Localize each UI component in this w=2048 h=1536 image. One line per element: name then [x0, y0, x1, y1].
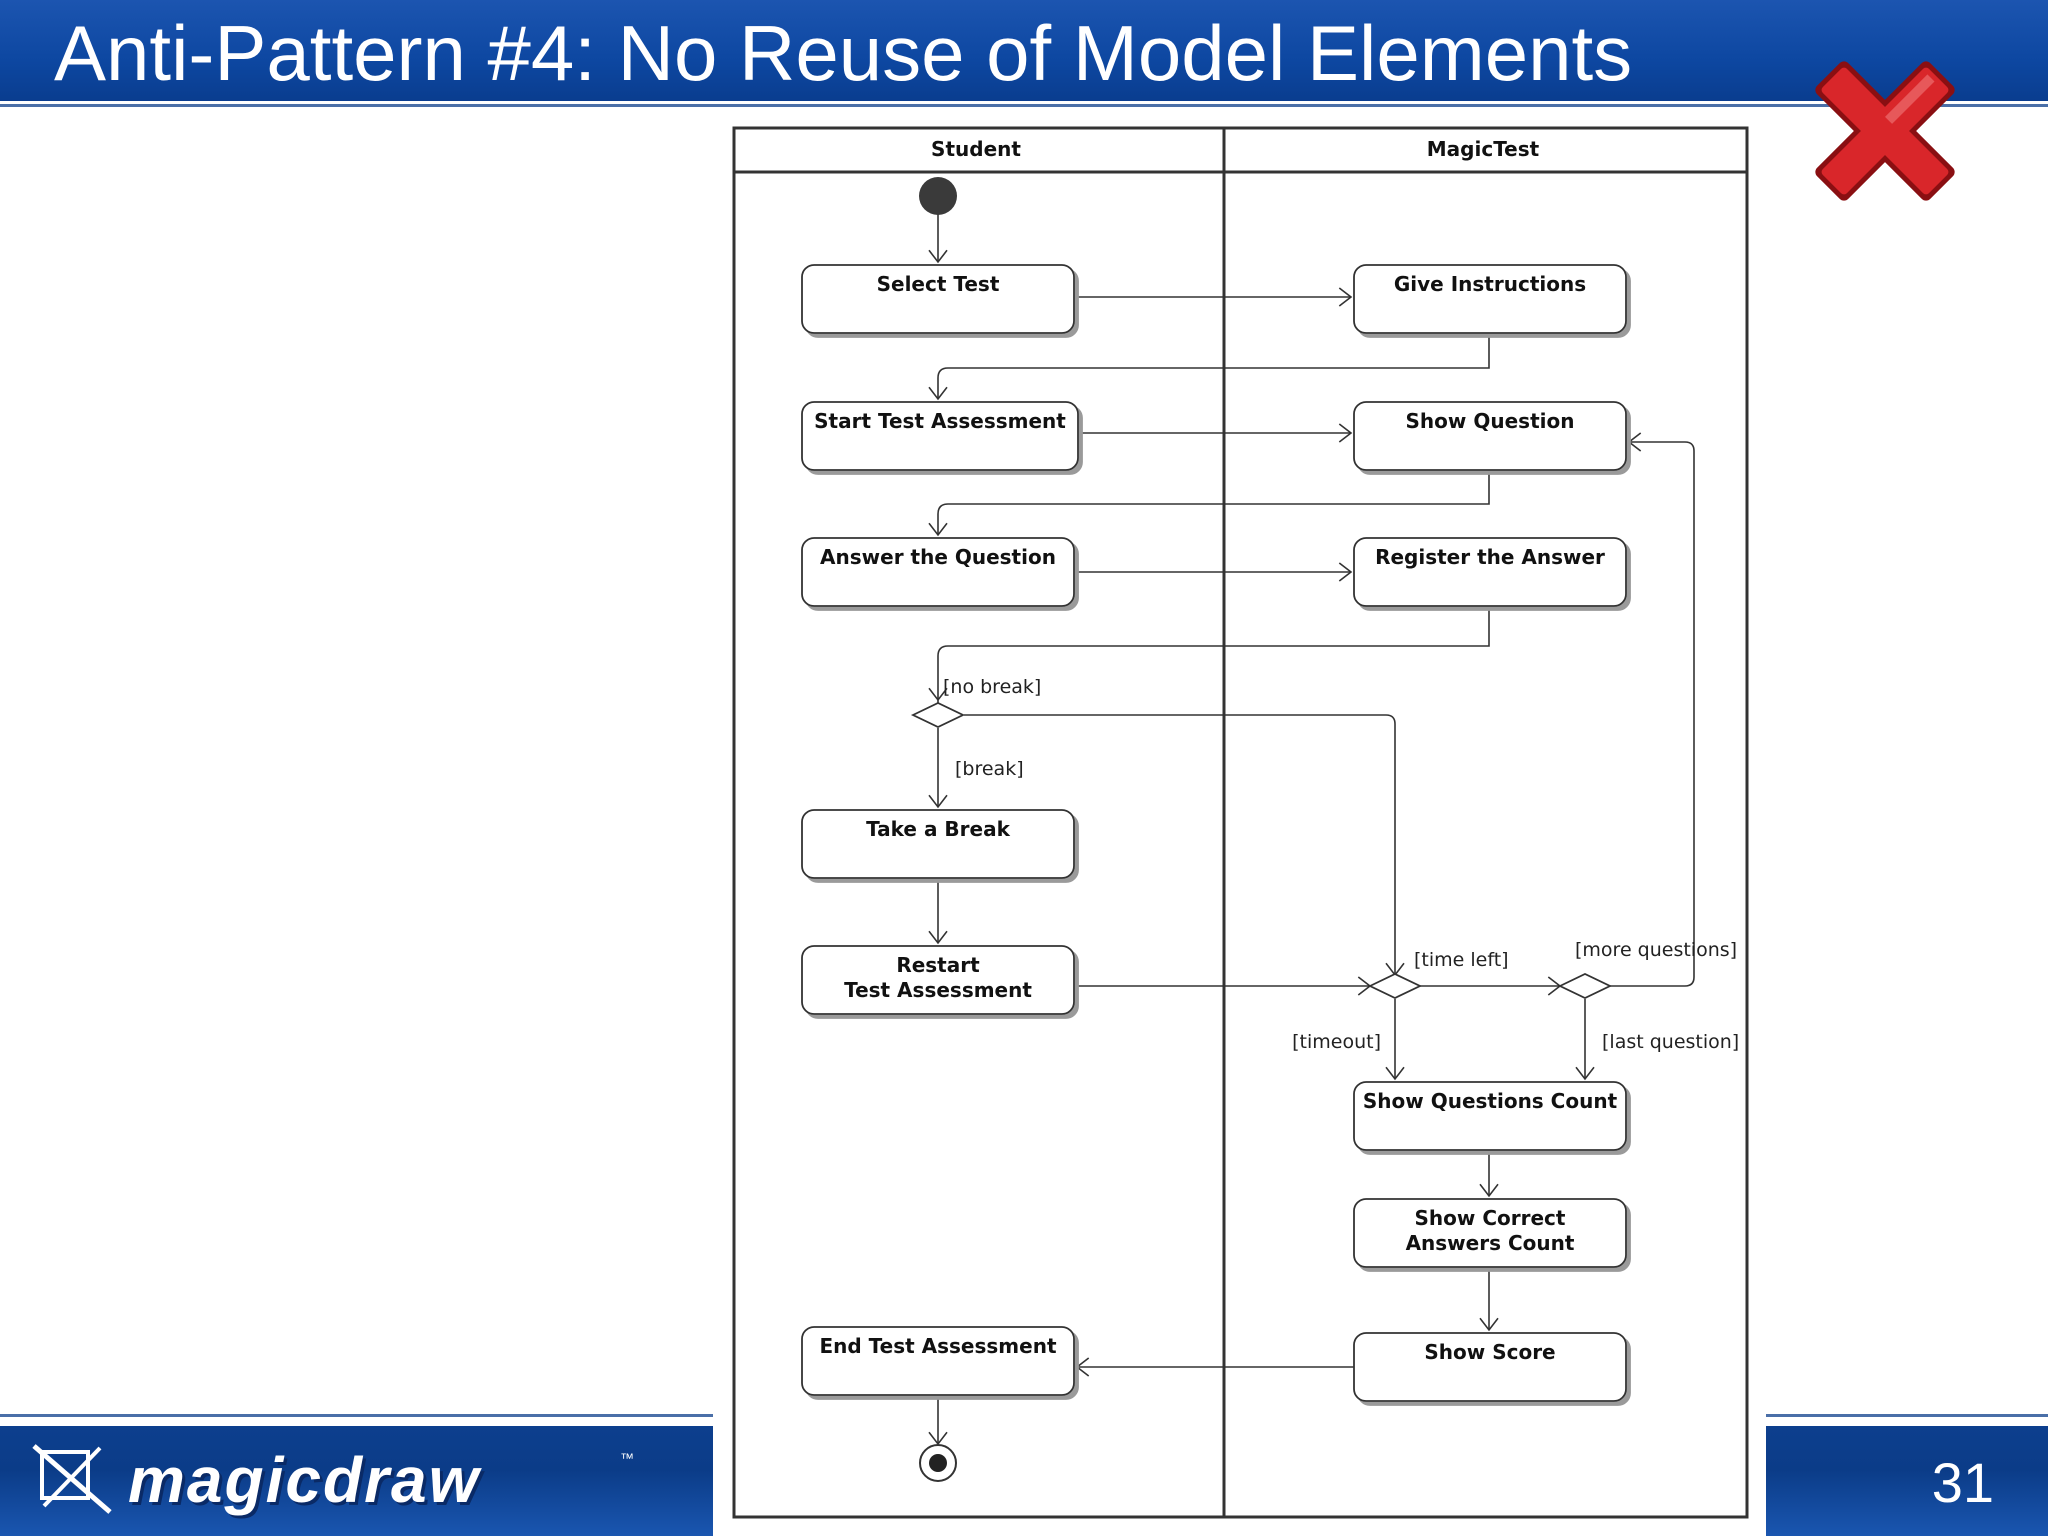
- header-divider: [0, 104, 2048, 107]
- slide-title: Anti-Pattern #4: No Reuse of Model Eleme…: [54, 9, 1633, 97]
- action-label: Answer the Question: [820, 545, 1056, 569]
- arrowhead: [928, 249, 948, 264]
- action-label: Start Test Assessment: [814, 409, 1066, 433]
- action-label: Show Question: [1406, 409, 1575, 433]
- action-box: [801, 809, 1075, 879]
- arrowhead: [1338, 562, 1353, 582]
- flow-more-questions: [1610, 441, 1695, 987]
- action-node-count: Show Questions Count: [1353, 1081, 1627, 1151]
- guard-label-more: [more questions]: [1575, 939, 1737, 961]
- action-box: [801, 1326, 1075, 1396]
- action-box: [801, 264, 1075, 334]
- guard-label-brk: [break]: [955, 758, 1024, 780]
- flow-nobreak: [964, 714, 1396, 975]
- action-label: Give Instructions: [1394, 272, 1586, 296]
- red-x-icon: [1815, 61, 1955, 201]
- action-label: Register the Answer: [1375, 545, 1605, 569]
- action-box: [1353, 1332, 1627, 1402]
- slide-header: [0, 0, 2048, 101]
- action-label: Show Correct: [1415, 1206, 1566, 1230]
- page-number: 31: [1931, 1451, 1994, 1514]
- arrowhead: [1479, 1183, 1499, 1198]
- guard-label-nobreak: [no break]: [943, 676, 1041, 698]
- action-node-select: Select Test: [801, 264, 1075, 334]
- decision-time-diamond: [1367, 973, 1423, 999]
- action-label: Answers Count: [1406, 1231, 1575, 1255]
- swimlane-frame: [732, 126, 1749, 1519]
- decision-questions-diamond: [1557, 973, 1613, 999]
- arrowhead: [1338, 423, 1353, 443]
- arrowhead: [1338, 287, 1353, 307]
- arrowhead: [1385, 1066, 1405, 1081]
- magicdraw-logo-text: magicdraw: [128, 1444, 481, 1516]
- lane-header-student: Student: [931, 137, 1021, 161]
- action-box: [1353, 264, 1627, 334]
- action-label: Show Questions Count: [1363, 1089, 1618, 1113]
- action-label: Take a Break: [866, 817, 1010, 841]
- arrowhead: [928, 522, 948, 537]
- final-node-core: [929, 1454, 947, 1472]
- guard-label-timeout: [timeout]: [1292, 1031, 1381, 1053]
- action-node-score: Show Score: [1353, 1332, 1627, 1402]
- action-box: [801, 401, 1079, 471]
- action-box: [801, 537, 1075, 607]
- action-label: Restart: [896, 953, 980, 977]
- lane-header-magictest: MagicTest: [1427, 137, 1540, 161]
- action-node-end: End Test Assessment: [801, 1326, 1075, 1396]
- action-box: [1353, 1081, 1627, 1151]
- guard-label-timeleft: [time left]: [1414, 949, 1509, 971]
- logo-trademark: ™: [620, 1450, 634, 1466]
- action-label: Show Score: [1424, 1340, 1555, 1364]
- action-node-register: Register the Answer: [1353, 537, 1627, 607]
- arrowhead: [1575, 1066, 1595, 1081]
- arrowhead: [928, 930, 948, 945]
- arrowhead: [928, 687, 948, 702]
- arrowhead: [928, 386, 948, 401]
- action-label: Test Assessment: [844, 978, 1032, 1002]
- magicdraw-logo-icon: [32, 1444, 112, 1514]
- action-node-answer: Answer the Question: [801, 537, 1075, 607]
- action-box: [1353, 401, 1627, 471]
- arrowhead: [928, 794, 948, 809]
- flow-give-start: [937, 333, 1490, 399]
- action-box: [1353, 1198, 1627, 1268]
- action-label: Select Test: [877, 272, 1000, 296]
- action-label: End Test Assessment: [819, 1334, 1056, 1358]
- action-node-break: Take a Break: [801, 809, 1075, 879]
- arrowhead: [1075, 1357, 1090, 1377]
- guard-label-last: [last question]: [1602, 1031, 1739, 1053]
- flow-register-decision: [937, 606, 1490, 703]
- action-node-showq: Show Question: [1353, 401, 1627, 471]
- decision-break-diamond: [910, 702, 966, 728]
- arrowhead: [1479, 1317, 1499, 1332]
- initial-node: [919, 177, 957, 215]
- action-node-give: Give Instructions: [1353, 264, 1627, 334]
- arrowhead: [1627, 432, 1642, 452]
- flow-showq-answer: [937, 470, 1490, 535]
- action-box: [1353, 537, 1627, 607]
- action-node-start: Start Test Assessment: [801, 401, 1079, 471]
- action-box: [801, 945, 1075, 1015]
